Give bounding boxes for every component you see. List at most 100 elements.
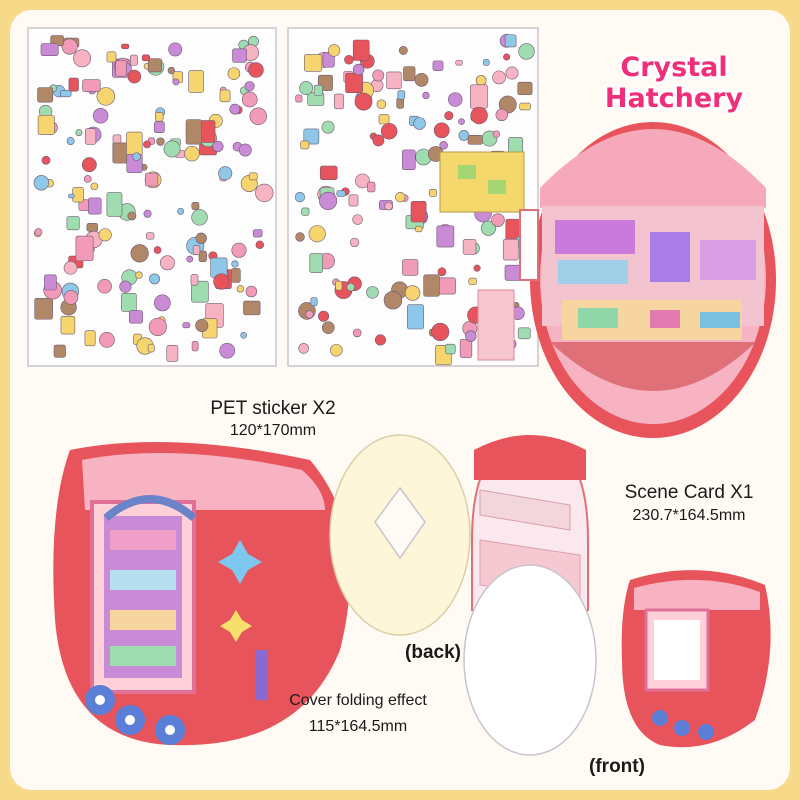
sticker-shape <box>517 327 531 340</box>
sticker-shape <box>295 94 303 103</box>
sticker-shape <box>243 300 261 316</box>
sticker-shape <box>455 59 463 66</box>
sticker-shape <box>480 220 497 236</box>
sticker-shape <box>354 92 373 111</box>
sticker-shape <box>191 341 199 352</box>
sticker-shape <box>84 128 97 145</box>
sticker-shape <box>344 55 354 65</box>
sticker-shape <box>491 213 505 227</box>
front-label: (front) <box>589 756 645 777</box>
scene-card-size: 230.7*164.5mm <box>632 507 746 524</box>
sticker-shape <box>376 99 387 110</box>
sticker-shape <box>219 89 231 103</box>
sticker-shape <box>240 331 247 339</box>
scene-card-back <box>329 434 471 636</box>
sticker-shape <box>145 172 159 187</box>
sticker-shape <box>37 115 55 135</box>
sticker-shape <box>96 87 116 106</box>
sticker-shape <box>397 90 406 100</box>
scene-card-unfolded <box>463 435 597 756</box>
sticker-shape <box>130 54 138 66</box>
sticker-shape <box>53 344 66 358</box>
sticker-shape <box>238 143 252 157</box>
sticker-shape <box>190 274 199 286</box>
sticker-shape <box>229 103 241 115</box>
cover-size: 115*164.5mm <box>308 718 408 735</box>
sticker-shape <box>410 201 427 223</box>
sticker-shape <box>448 92 463 107</box>
sticker-shape <box>83 175 92 183</box>
sticker-shape <box>300 140 310 150</box>
product-title: Crystal Hatchery <box>604 52 744 114</box>
sticker-shape <box>81 157 97 173</box>
sticker-shape <box>60 315 76 335</box>
scene-card-label: Scene Card X1 <box>624 482 754 503</box>
sticker-shape <box>166 345 179 362</box>
sticker-shape <box>75 235 94 262</box>
sticker-shape <box>163 140 181 158</box>
sticker-shape <box>66 216 80 231</box>
sticker-shape <box>147 343 155 353</box>
hatchery-egg-scene <box>519 122 776 438</box>
sticker-shape <box>153 121 165 133</box>
sticker-shape <box>294 192 306 203</box>
sticker-shape <box>321 120 335 134</box>
sticker-shape <box>348 194 359 207</box>
sticker-shape <box>473 264 481 272</box>
sticker-shape <box>121 293 137 312</box>
sticker-shape <box>127 69 142 84</box>
sticker-shape <box>372 69 385 82</box>
sticker-shape <box>458 130 470 141</box>
sticker-shape <box>303 128 320 145</box>
sticker-shape <box>386 71 402 90</box>
sticker-shape <box>245 285 258 298</box>
sticker-shape <box>41 155 51 165</box>
sticker-shape <box>195 318 209 332</box>
sticker-shape <box>422 91 430 100</box>
sticker-shape <box>149 273 160 285</box>
sticker-shape <box>380 122 398 140</box>
sticker-shape <box>192 245 201 255</box>
sticker-shape <box>495 108 508 122</box>
pet-sticker-size: 120*170mm <box>229 422 317 439</box>
sticker-shape <box>63 290 79 305</box>
sticker-shape <box>330 343 343 357</box>
sticker-shape <box>40 43 59 56</box>
sticker-shape <box>230 268 241 283</box>
sticker-shape <box>177 207 185 215</box>
sticker-shape <box>503 53 511 61</box>
sticker-shape <box>439 141 448 150</box>
sticker-shape <box>498 95 517 114</box>
sticker-shape <box>106 192 123 217</box>
sticker-shape <box>75 129 83 137</box>
sticker-shape <box>402 149 416 170</box>
sticker-shape <box>61 38 78 55</box>
sticker-shape <box>66 137 75 145</box>
sticker-shape <box>97 279 112 294</box>
sticker-shape <box>298 343 309 354</box>
sticker-shape <box>172 78 180 86</box>
sticker-shape <box>318 310 330 322</box>
sticker-shape <box>505 66 519 80</box>
sticker-shape <box>154 294 171 312</box>
sticker-shape <box>153 246 162 254</box>
sticker-shape <box>438 277 456 295</box>
sticker-shape <box>335 280 343 291</box>
sticker-shape <box>349 237 360 248</box>
sticker-shape <box>198 250 207 263</box>
sticker-shape <box>431 322 450 341</box>
sticker-shape <box>92 108 109 124</box>
sticker-shape <box>127 211 137 221</box>
sticker-shape <box>167 66 176 75</box>
sticker-shape <box>60 89 72 98</box>
sticker-shape <box>352 63 365 76</box>
sticker-shape <box>231 242 247 258</box>
sticker-shape <box>465 330 477 342</box>
sticker-shape <box>423 274 440 297</box>
sticker-shape <box>437 267 447 277</box>
sticker-sheet-1 <box>27 27 277 367</box>
sticker-shape <box>255 183 274 203</box>
sticker-shape <box>148 58 162 73</box>
sticker-shape <box>82 79 101 92</box>
sticker-shape <box>327 44 341 57</box>
